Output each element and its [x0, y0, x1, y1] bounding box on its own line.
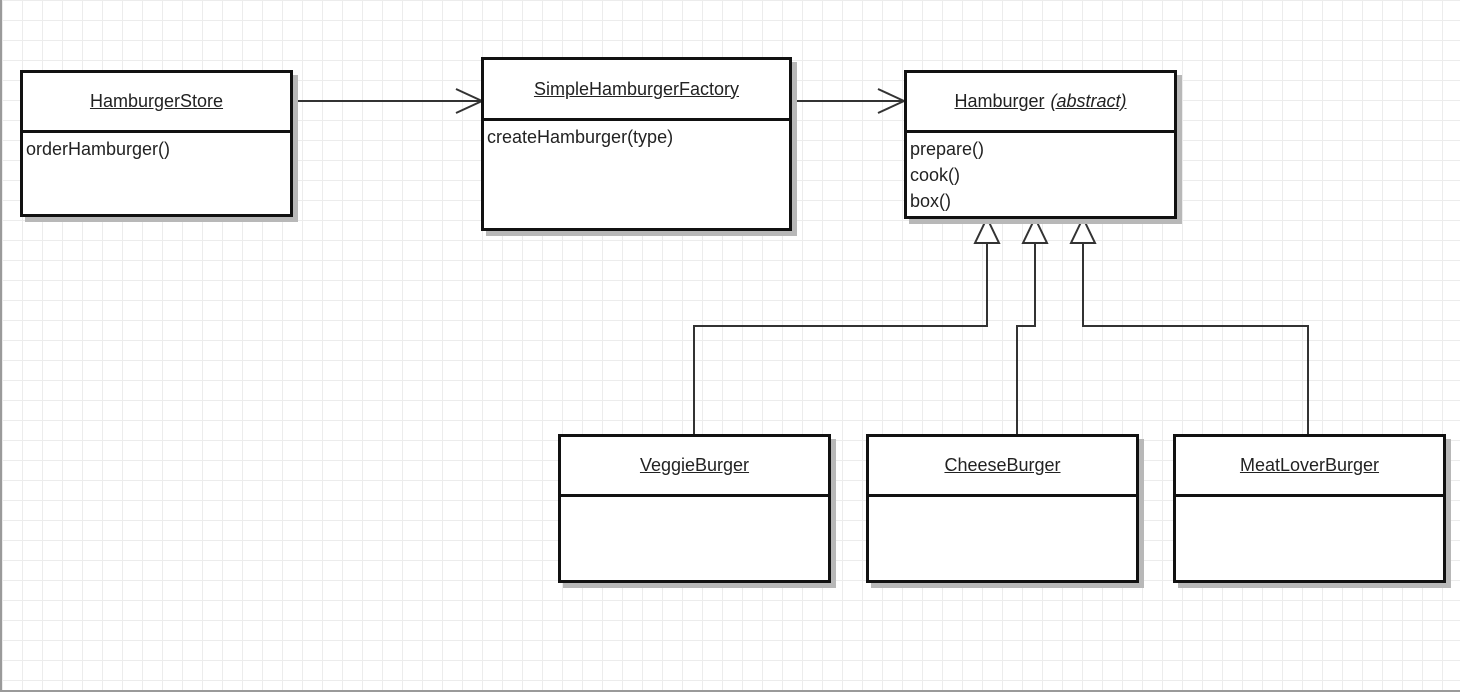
class-name: Hamburger — [954, 91, 1045, 111]
class-header: CheeseBurger — [869, 437, 1136, 497]
generalization-veggie — [693, 215, 1001, 436]
class-hamburger-store[interactable]: HamburgerStore orderHamburger() — [20, 70, 293, 217]
class-methods — [869, 497, 1136, 503]
generalization-meatlover — [1069, 215, 1309, 436]
class-cheese-burger[interactable]: CheeseBurger — [866, 434, 1139, 583]
class-simple-hamburger-factory[interactable]: SimpleHamburgerFactory createHamburger(t… — [481, 57, 792, 231]
class-header: SimpleHamburgerFactory — [484, 60, 789, 121]
method-order-hamburger: orderHamburger() — [26, 139, 171, 159]
class-meat-lover-burger[interactable]: MeatLoverBurger — [1173, 434, 1446, 583]
class-name: HamburgerStore — [89, 91, 224, 111]
association-factory-to-hamburger — [792, 88, 907, 114]
class-name: VeggieBurger — [639, 455, 750, 475]
class-methods: orderHamburger() — [23, 133, 290, 165]
class-methods: createHamburger(type) — [484, 121, 789, 153]
class-name: MeatLoverBurger — [1239, 455, 1380, 475]
class-hamburger[interactable]: Hamburger (abstract) prepare() cook() bo… — [904, 70, 1177, 219]
generalization-cheese — [1016, 215, 1049, 436]
class-veggie-burger[interactable]: VeggieBurger — [558, 434, 831, 583]
class-qualifier: (abstract) — [1050, 91, 1127, 111]
class-methods: prepare() cook() box() — [907, 133, 1174, 217]
class-name: SimpleHamburgerFactory — [533, 78, 740, 99]
method-box: box() — [910, 191, 952, 211]
class-header: VeggieBurger — [561, 437, 828, 497]
method-cook: cook() — [910, 165, 961, 185]
class-methods — [561, 497, 828, 503]
method-prepare: prepare() — [910, 139, 985, 159]
class-methods — [1176, 497, 1443, 503]
class-name: CheeseBurger — [944, 455, 1061, 475]
class-header: MeatLoverBurger — [1176, 437, 1443, 497]
method-create-hamburger: createHamburger(type) — [487, 127, 674, 147]
class-header: HamburgerStore — [23, 73, 290, 133]
association-store-to-factory — [292, 88, 485, 114]
class-header: Hamburger (abstract) — [907, 73, 1174, 133]
